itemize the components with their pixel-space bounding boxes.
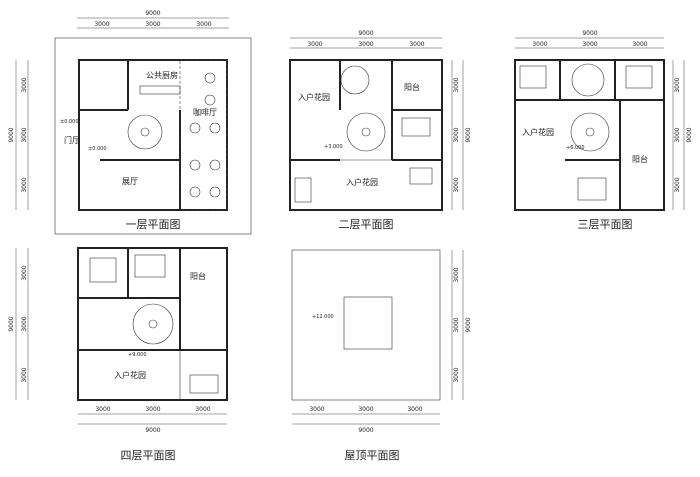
room-label: 展厅 — [122, 177, 138, 186]
dim-segment: 3000 — [94, 21, 109, 28]
dim-segment: 3000 — [453, 317, 460, 332]
spiral-stair — [127, 114, 163, 150]
spiral-stair — [346, 112, 386, 152]
dim-segment: 3000 — [21, 77, 28, 92]
dim-segment: 3000 — [358, 41, 373, 48]
spiral-stair — [570, 112, 610, 152]
bed — [519, 65, 547, 89]
bed — [625, 65, 653, 89]
plan-roof: +12.000 3000 3000 3000 9000 3000 3000 30… — [291, 249, 472, 462]
dim-total-top: 9000 — [145, 10, 160, 17]
building-outline — [514, 59, 665, 211]
cafe-tables — [189, 72, 221, 198]
dim-total-top: 9000 — [358, 30, 373, 37]
dim-segment: 3000 — [453, 367, 460, 382]
level-mark: +9.000 — [128, 352, 147, 358]
building-outline — [289, 59, 443, 211]
spiral-stair — [571, 63, 605, 97]
dim-segment: 3000 — [307, 41, 322, 48]
level-mark: ±0.000 — [88, 146, 107, 152]
roof-outline — [291, 249, 441, 401]
dim-segment: 3000 — [21, 265, 28, 280]
dim-segment: 3000 — [195, 406, 210, 413]
dim-total-bottom: 9000 — [145, 427, 160, 434]
dim-segment: 3000 — [145, 21, 160, 28]
room-label: 入户花园 — [346, 177, 378, 187]
dim-segment: 3000 — [674, 177, 681, 192]
dim-segment: 3000 — [409, 41, 424, 48]
plan-ground-floor: 9000 3000 3000 3000 9000 3000 3000 3000 … — [8, 10, 252, 235]
dim-segment: 3000 — [21, 127, 28, 142]
plan-fourth-floor: 9000 3000 3000 3000 阳台 入户花园 +9.000 3000 … — [8, 247, 228, 462]
plan-third-floor: 9000 3000 3000 3000 3000 3000 3000 9000 … — [514, 30, 693, 231]
dim-total-left: 9000 — [8, 316, 15, 331]
room-label: 门厅 — [64, 135, 80, 145]
plan-caption: 一层平面图 — [126, 218, 181, 231]
dim-segment: 3000 — [453, 77, 460, 92]
dim-segment: 3000 — [145, 406, 160, 413]
dim-total-left: 9000 — [8, 127, 15, 142]
roof-stair-enclosure — [343, 296, 393, 350]
dim-segment: 3000 — [632, 41, 647, 48]
dim-total-top: 9000 — [582, 30, 597, 37]
dim-segment: 3000 — [21, 316, 28, 331]
sofa — [89, 257, 117, 283]
spiral-stair — [340, 65, 370, 95]
room-label: 阳台 — [632, 154, 648, 164]
dim-segment: 3000 — [582, 41, 597, 48]
dim-segment: 3000 — [532, 41, 547, 48]
dim-segment: 3000 — [407, 406, 422, 413]
dim-segment: 3000 — [95, 406, 110, 413]
level-mark: +3.000 — [324, 144, 343, 150]
dim-segment: 3000 — [674, 77, 681, 92]
dim-segment: 3000 — [21, 367, 28, 382]
room-label: 入户花园 — [114, 370, 146, 380]
level-mark: +6.000 — [566, 145, 585, 151]
dim-segment: 3000 — [21, 177, 28, 192]
dim-segment: 3000 — [358, 406, 373, 413]
level-mark: +12.000 — [312, 314, 334, 320]
room-label: 咖啡厅 — [193, 107, 217, 117]
bed — [134, 254, 166, 278]
dim-segment: 3000 — [453, 177, 460, 192]
building-outline — [77, 247, 228, 401]
level-mark: ±0.000 — [60, 119, 79, 125]
plan-second-floor: 9000 3000 3000 3000 3000 3000 3000 9000 … — [289, 30, 472, 231]
dim-total-right: 9000 — [465, 127, 472, 142]
dim-segment: 3000 — [196, 21, 211, 28]
plan-caption: 二层平面图 — [339, 218, 394, 231]
room-label: 阳台 — [404, 82, 420, 92]
room-label: 公共厨房 — [146, 70, 178, 80]
dim-segment: 3000 — [453, 267, 460, 282]
dim-total-right: 9000 — [686, 127, 693, 142]
dim-total-right: 9000 — [465, 317, 472, 332]
plan-caption: 屋顶平面图 — [345, 449, 400, 462]
dim-segment: 3000 — [453, 127, 460, 142]
plan-caption: 三层平面图 — [578, 218, 633, 231]
dim-segment: 3000 — [309, 406, 324, 413]
dim-segment: 3000 — [674, 127, 681, 142]
room-label: 入户花园 — [298, 92, 330, 102]
dim-total-bottom: 9000 — [358, 427, 373, 434]
plan-caption: 四层平面图 — [121, 449, 176, 462]
building-outline — [78, 59, 228, 211]
spiral-stair — [132, 303, 174, 345]
room-label: 入户花园 — [522, 127, 554, 137]
room-label: 阳台 — [190, 271, 206, 281]
